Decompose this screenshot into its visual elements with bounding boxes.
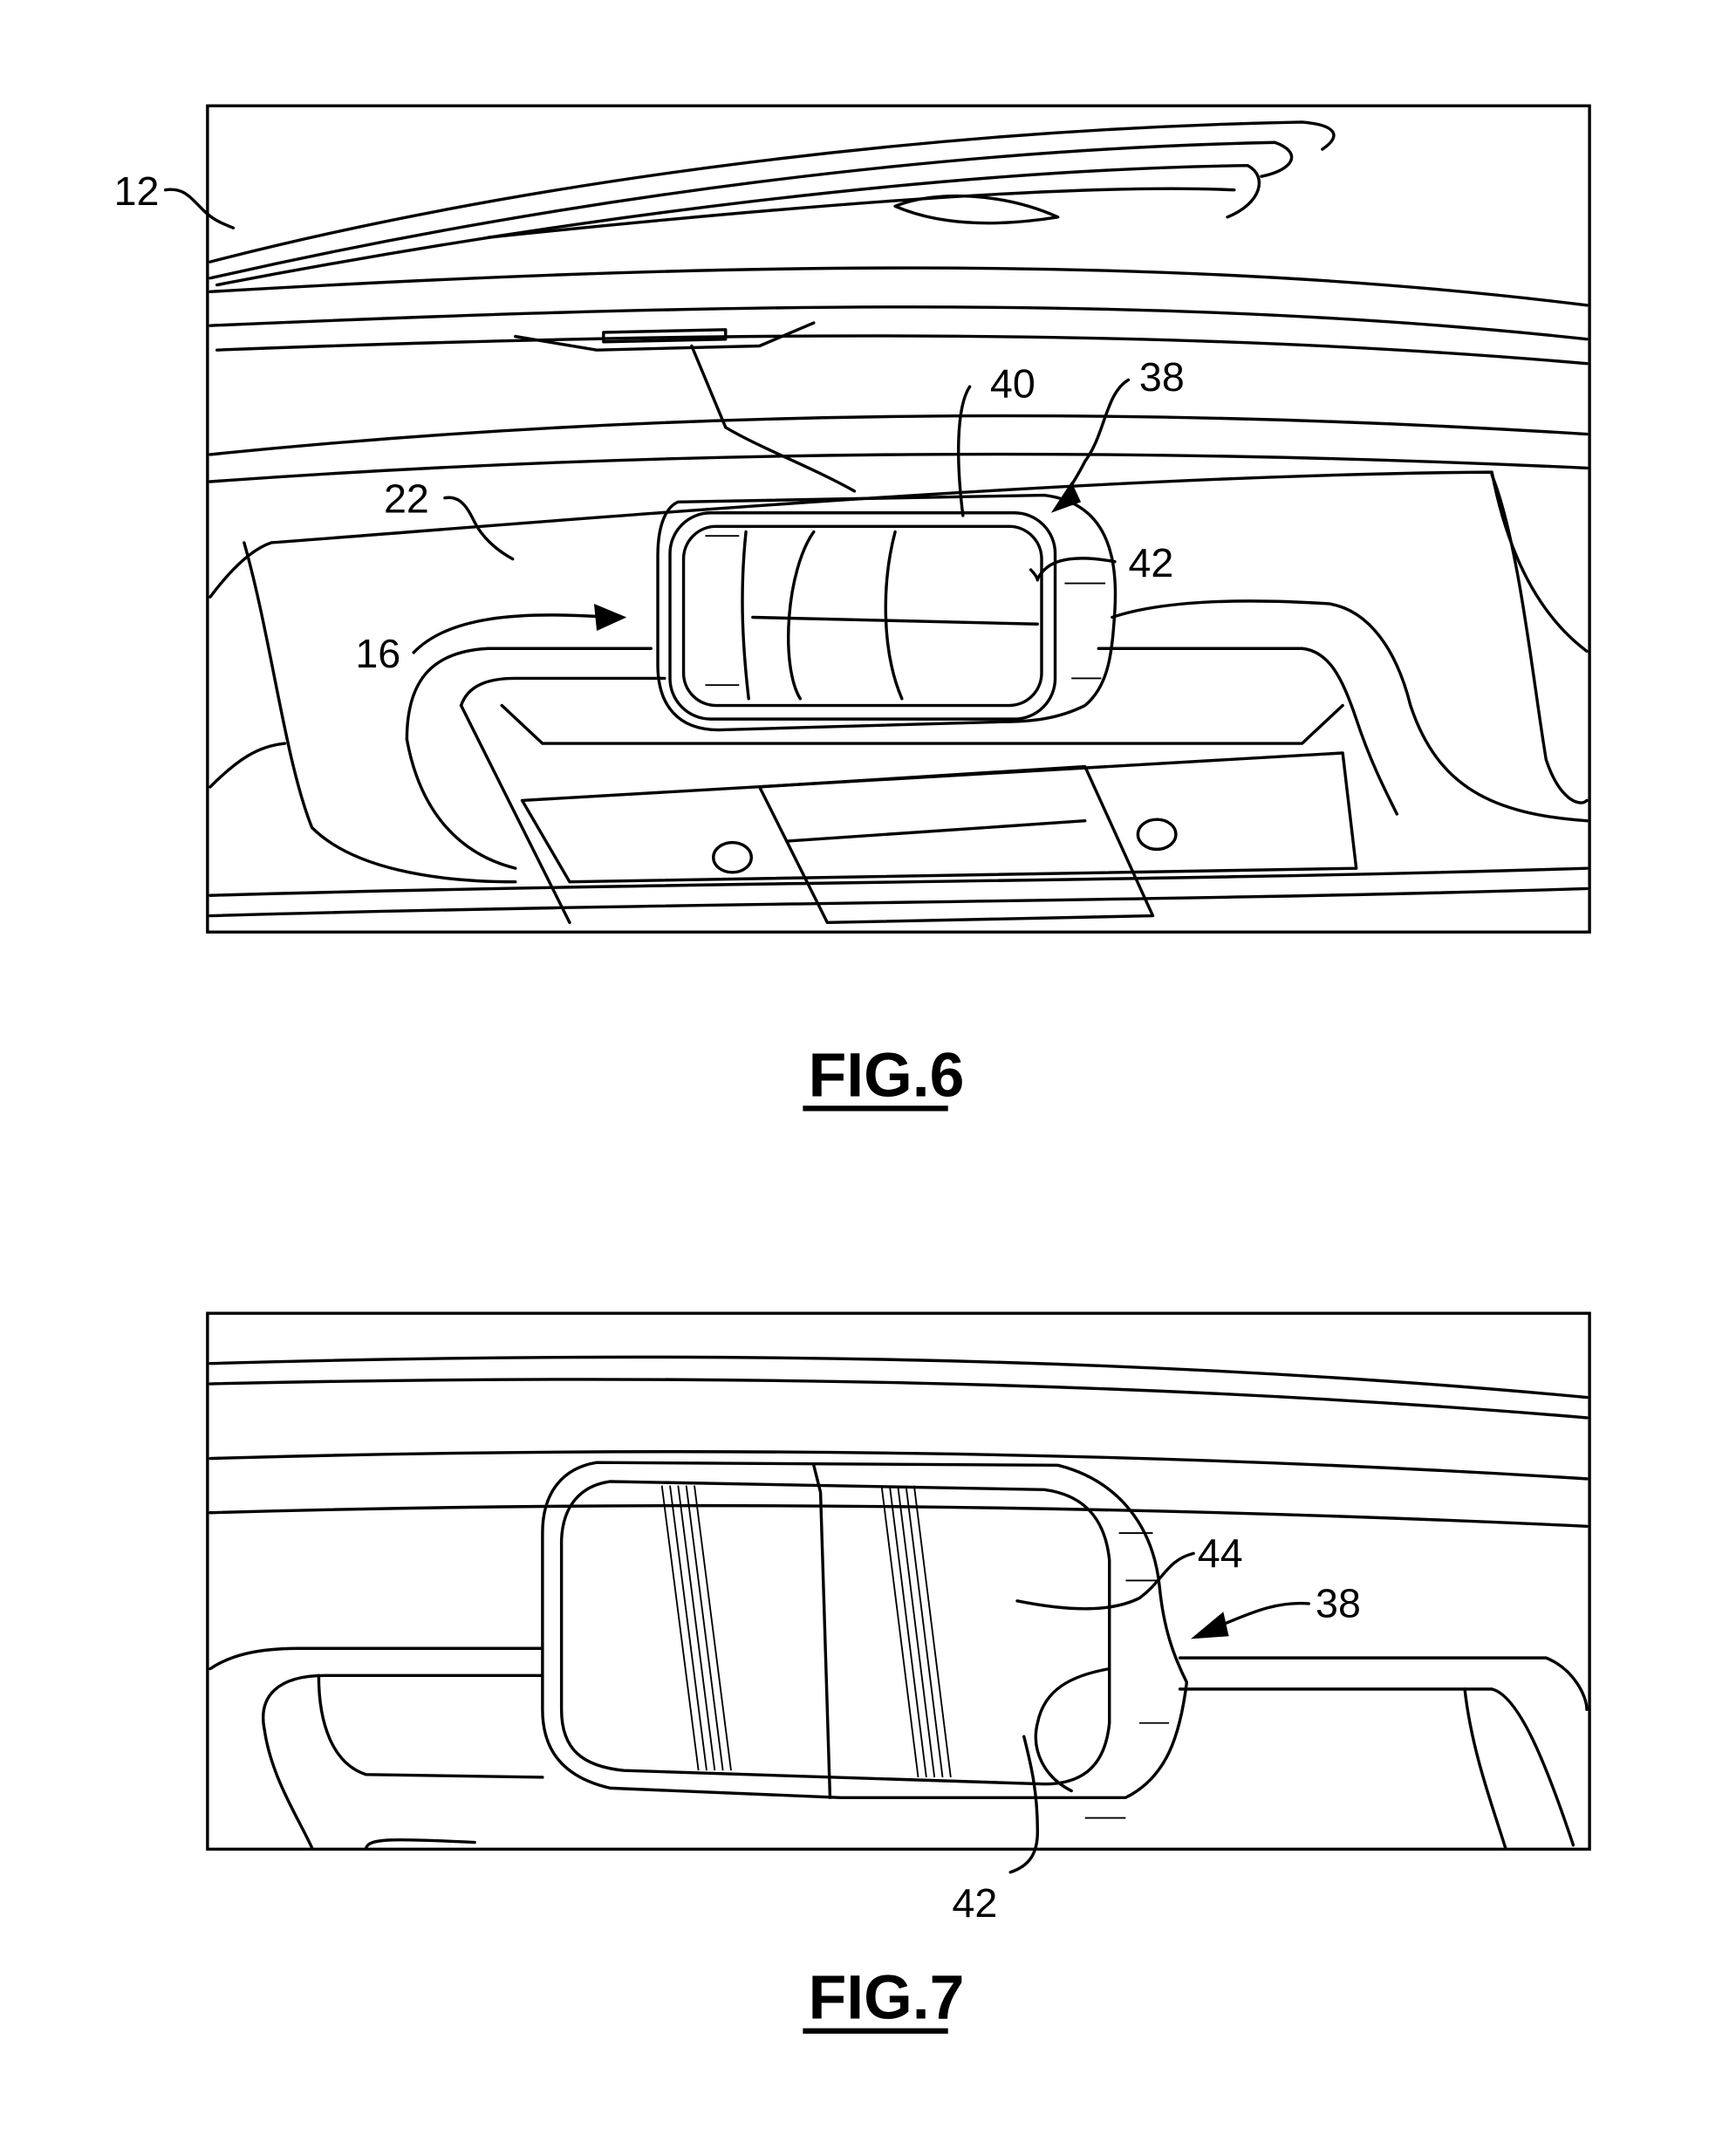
- ref-numeral-42: 42: [1129, 540, 1174, 585]
- ref-numeral-12: 12: [114, 168, 160, 214]
- camera-housing-38: [656, 493, 1117, 732]
- camera-housing-38: [541, 1461, 1189, 1819]
- ref-numeral-44: 44: [1198, 1530, 1243, 1576]
- ref-numeral-38: 38: [1316, 1580, 1361, 1625]
- step-bracket: [405, 599, 1589, 925]
- ref-numeral-16: 16: [355, 631, 400, 676]
- figure-7: 44 38 42 FIG.7: [206, 1311, 1591, 2034]
- ref-numeral-42: 42: [952, 1880, 997, 1926]
- figure-7-frame: [206, 1311, 1591, 1851]
- ref-numeral-22: 22: [384, 476, 429, 522]
- figure-6-leaders: [163, 188, 1131, 654]
- figure-7-caption: FIG.7: [809, 1963, 965, 2033]
- ref-numeral-38: 38: [1139, 354, 1185, 400]
- figure-7-leaders: [1008, 1551, 1310, 1874]
- figure-6-caption-underline: [803, 1105, 948, 1112]
- figure-6-caption: FIG.6: [809, 1040, 965, 1110]
- ref-numeral-40: 40: [990, 361, 1035, 407]
- figure-6-frame: [206, 104, 1591, 934]
- bumper-body: [208, 470, 1589, 918]
- figure-6: 12 22 16 40 38 42 FIG.6: [114, 104, 1591, 1112]
- background-panels: [208, 1355, 1589, 1850]
- tailgate-upper-panel: [208, 120, 1589, 493]
- figure-7-caption-underline: [803, 2028, 948, 2034]
